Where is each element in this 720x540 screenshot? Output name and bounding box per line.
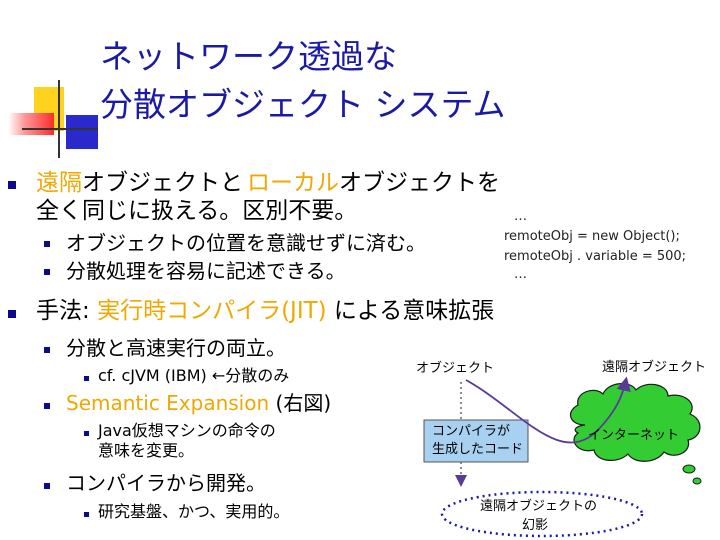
bullet-marker xyxy=(8,310,16,318)
bullet-2-sub-3: コンパイラから開発。 xyxy=(66,471,266,495)
diagram-compiler-line2: 生成したコード xyxy=(432,442,524,457)
bullet-marker xyxy=(84,376,89,381)
bullet-2-sub-3-detail: 研究基盤、かつ、実用的。 xyxy=(98,502,290,521)
bullet-marker xyxy=(44,483,50,489)
bullet-marker xyxy=(84,431,89,436)
curved-arrow xyxy=(465,376,631,444)
bullet-2-sub-1: 分散と高速実行の両立。 xyxy=(66,336,286,360)
bullet-marker xyxy=(84,512,89,517)
code-line-3: remoteObj . variable = 500; xyxy=(504,249,687,264)
code-line-2: remoteObj = new Object(); xyxy=(504,229,680,244)
bullet-1-sub-1: オブジェクトの位置を意識せずに済む。 xyxy=(66,231,426,255)
bullet-2-sub-1-detail: cf. cJVM (IBM) ←分散のみ xyxy=(98,366,290,385)
bullet-1-line2: 全く同じに扱える。区別不要。 xyxy=(36,198,358,224)
logo-vertical-line xyxy=(58,80,60,158)
bullet-marker xyxy=(8,181,16,189)
code-line-1: … xyxy=(514,209,527,224)
bullet-2-sub-2: Semantic Expansion (右図) xyxy=(66,392,331,415)
diagram-phantom-line1: 遠隔オブジェクトの xyxy=(480,499,598,514)
phantom-ellipse xyxy=(440,490,644,538)
bullet-marker xyxy=(44,241,50,247)
bullet-marker xyxy=(44,269,50,275)
bullet-2: 手法: 実行時コンパイラ(JIT) による意味拡張 xyxy=(36,298,494,324)
bullet-2-suffix: による意味拡張 xyxy=(326,298,495,324)
highlight-semantic-expansion: Semantic Expansion xyxy=(66,391,270,415)
page-title-line1: ネットワーク透過な xyxy=(100,37,397,76)
diagram-phantom-line2: 幻影 xyxy=(522,518,549,533)
bullet-1-text-b: オブジェクトを xyxy=(339,170,500,196)
bullet-1-text-a: オブジェクトと xyxy=(82,170,243,196)
highlight-local: ローカル xyxy=(247,170,339,196)
logo-blue-block xyxy=(66,115,98,149)
bullet-1-line1: 遠隔オブジェクトとローカルオブジェクトを xyxy=(36,170,500,196)
diagram-internet-label: インターネット xyxy=(588,428,680,443)
logo-horizontal-line xyxy=(22,128,98,130)
compiler-box xyxy=(423,419,529,463)
highlight-remote: 遠隔 xyxy=(36,170,82,196)
bullet-2-sub-2-detail-2: 意味を変更。 xyxy=(98,441,195,460)
diagram-object-label: オブジェクト xyxy=(416,361,495,376)
code-line-4: … xyxy=(514,267,527,282)
bullet-1-sub-2: 分散処理を容易に記述できる。 xyxy=(66,259,346,283)
bullet-2-sub-2-suffix: (右図) xyxy=(269,391,332,415)
diagram-compiler-line1: コンパイラが xyxy=(432,424,511,439)
page-title-line2: 分散オブジェクト システム xyxy=(100,85,506,124)
bullet-2-prefix: 手法: xyxy=(36,298,98,324)
bullet-marker xyxy=(44,403,50,409)
bullet-2-sub-2-detail-1: Java仮想マシンの命令の xyxy=(98,421,276,440)
internet-cloud-icon xyxy=(569,383,702,485)
diagram-remote-object-label: 遠隔オブジェクト xyxy=(602,360,707,375)
bullet-marker xyxy=(44,347,50,353)
highlight-jit: 実行時コンパイラ(JIT) xyxy=(97,298,327,324)
